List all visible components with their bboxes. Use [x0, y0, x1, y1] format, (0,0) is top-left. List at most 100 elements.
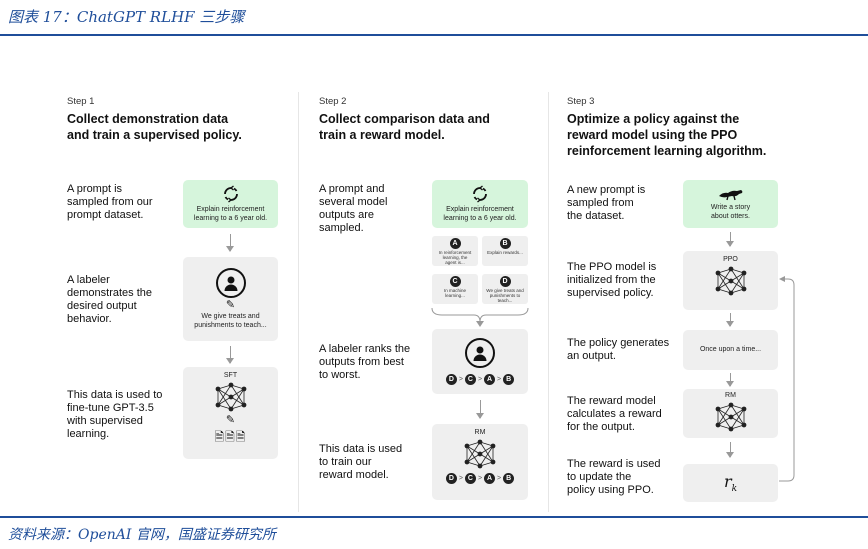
- step1-title-line: Collect demonstration data: [67, 112, 229, 126]
- step2-label: Step 2: [319, 96, 347, 107]
- prompt-line: learning to a 6 year old.: [193, 214, 268, 222]
- rank-letter: B: [503, 374, 515, 385]
- desc-line: supervised policy.: [567, 287, 654, 299]
- desc-line: outputs from best: [319, 356, 404, 368]
- step3-desc-output: The policy generates an output.: [567, 337, 669, 363]
- output-text: Once upon a time...: [699, 345, 762, 353]
- desc-line: The reward model: [567, 395, 656, 407]
- step3-prompt-box: Write a story about otters.: [683, 180, 778, 228]
- reward-symbol: r: [723, 471, 732, 491]
- rank-separator: >: [497, 376, 502, 383]
- rank-separator: >: [477, 475, 483, 482]
- desc-line: A prompt and: [319, 183, 385, 195]
- rank-letter: B: [503, 473, 515, 484]
- flow-arrow: [726, 313, 734, 327]
- output-letter: A: [449, 238, 461, 249]
- pencil-icon: ✎: [225, 414, 236, 426]
- step3-desc-prompt: A new prompt is sampled from the dataset…: [567, 184, 645, 223]
- step2-rank-box: D > C > A > B: [432, 329, 528, 394]
- desc-line: sampled.: [319, 222, 364, 234]
- flow-arrow: [226, 234, 234, 252]
- step1-label: Step 1: [67, 96, 95, 107]
- neural-network-icon: [714, 402, 747, 432]
- prompt-line: Explain reinforcement: [196, 206, 265, 213]
- prompt-line: about otters.: [711, 212, 750, 220]
- rank-letter: D: [445, 374, 457, 385]
- rank-letter: C: [464, 374, 476, 385]
- output-line: We give treats and: [486, 288, 524, 293]
- step1-demo-box: ✎ We give treats and punishments to teac…: [183, 257, 278, 341]
- step3-title-line: reward model using the PPO: [567, 128, 738, 142]
- desc-line: to worst.: [319, 369, 361, 381]
- desc-line: desired output: [67, 300, 137, 312]
- output-card-d: D We give treats and punishments to teac…: [482, 274, 528, 304]
- step2-title: Collect comparison data and train a rewa…: [319, 111, 490, 143]
- step3-rm-box: RM: [683, 389, 778, 438]
- desc-line: calculates a reward: [567, 408, 662, 420]
- flow-arrow: [726, 442, 734, 458]
- desc-line: several model: [319, 196, 388, 208]
- flow-arrow: [726, 232, 734, 247]
- prompt-line: learning to a 6 year old.: [443, 214, 517, 222]
- step3-output-box: Once upon a time...: [683, 330, 778, 370]
- prompt-text: Explain reinforcement learning to a 6 ye…: [443, 206, 516, 223]
- demo-line: We give treats and: [201, 313, 260, 320]
- desc-line: The PPO model is: [567, 261, 657, 273]
- ppo-label: PPO: [723, 256, 738, 263]
- documents-icon: 🗎🗎🗎: [214, 430, 247, 444]
- desc-line: The reward is used: [567, 458, 661, 470]
- rm-label: RM: [474, 429, 486, 436]
- desc-line: initialized from the: [567, 274, 656, 286]
- step1-desc-finetune: This data is used to fine-tune GPT-3.5 w…: [67, 389, 162, 441]
- step2-rm-box: RM D > C > A > B: [432, 424, 528, 500]
- pencil-icon: ✎: [225, 299, 236, 311]
- step2-desc-outputs: A prompt and several model outputs are s…: [319, 183, 387, 235]
- page-title: 图表 17：ChatGPT RLHF 三步骤: [8, 8, 245, 26]
- output-line: agent is...: [445, 260, 465, 265]
- labeler-avatar-icon: [465, 338, 495, 368]
- rank-letter: A: [484, 374, 496, 385]
- sft-label: SFT: [223, 372, 238, 379]
- step1-title-line: and train a supervised policy.: [67, 128, 242, 142]
- desc-line: for the output.: [567, 421, 635, 433]
- prompt-text: Write a story about otters.: [711, 204, 750, 221]
- step3-label: Step 3: [567, 96, 595, 107]
- step3-title-line: reinforcement learning algorithm.: [567, 144, 767, 158]
- prompt-line: Explain reinforcement: [446, 206, 514, 213]
- desc-line: the dataset.: [567, 210, 625, 222]
- desc-line: with supervised: [67, 415, 143, 427]
- desc-line: A labeler ranks the: [319, 343, 411, 355]
- output-line: learning...: [445, 293, 465, 298]
- column-divider: [298, 92, 299, 512]
- prompt-line: Write a story: [710, 204, 751, 211]
- neural-network-icon: [464, 439, 496, 469]
- step3-desc-update: The reward is used to update the policy …: [567, 458, 661, 497]
- cycle-icon: [223, 185, 238, 203]
- step3-desc-ppo: The PPO model is initialized from the su…: [567, 261, 656, 300]
- flow-arrow: [726, 373, 734, 387]
- output-letter: B: [499, 238, 511, 249]
- desc-line: sampled from our: [67, 196, 153, 208]
- output-line: In machine: [443, 288, 466, 293]
- rank-separator: >: [458, 376, 463, 383]
- desc-line: learning.: [67, 428, 110, 440]
- step2-title-line: Collect comparison data and: [319, 112, 490, 126]
- labeler-avatar-icon: [215, 268, 246, 298]
- output-text: In reinforcement learning, the agent is.…: [439, 250, 472, 265]
- output-text: Explain rewards...: [487, 250, 523, 255]
- ranking-row: D > C > A > B: [445, 473, 515, 484]
- top-rule: [0, 34, 868, 36]
- desc-line: prompt dataset.: [67, 209, 144, 221]
- collect-brace-icon: [431, 307, 529, 327]
- output-card-a: A In reinforcement learning, the agent i…: [432, 236, 478, 266]
- step3-title: Optimize a policy against the reward mod…: [567, 111, 766, 159]
- desc-line: sampled from: [567, 197, 634, 209]
- step1-desc-labeler: A labeler demonstrates the desired outpu…: [67, 274, 152, 326]
- flow-arrow: [226, 346, 234, 364]
- desc-line: policy using PPO.: [567, 484, 654, 496]
- step3-desc-reward-model: The reward model calculates a reward for…: [567, 395, 662, 434]
- desc-line: behavior.: [67, 313, 112, 325]
- output-line: In reinforcement: [438, 250, 472, 255]
- desc-line: an output.: [567, 350, 616, 362]
- desc-line: to train our: [319, 456, 372, 468]
